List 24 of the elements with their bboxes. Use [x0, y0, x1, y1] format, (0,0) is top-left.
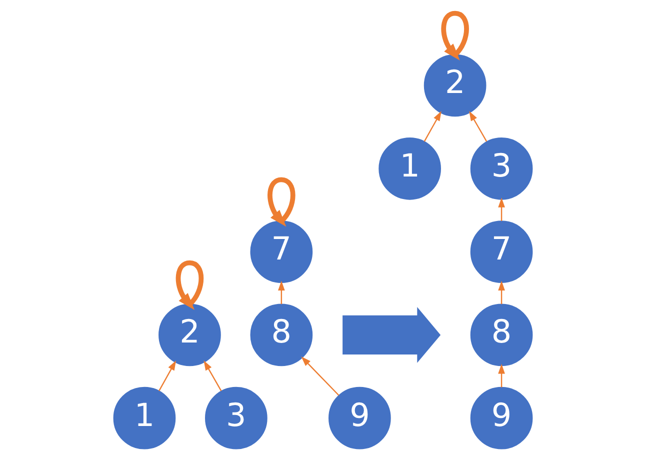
node-circle: 9 — [470, 386, 533, 450]
node-circle: 7 — [250, 220, 313, 283]
arrow — [176, 260, 204, 310]
node-circle: 2 — [424, 54, 486, 117]
node-circle: 3 — [205, 386, 268, 450]
arrow — [498, 364, 505, 388]
node-circle: 1 — [378, 137, 441, 200]
arrow — [268, 177, 296, 227]
arrow — [441, 10, 469, 60]
node-circle: 1 — [113, 386, 176, 450]
node-circle: 3 — [470, 137, 533, 200]
node-circle: 7 — [470, 220, 533, 283]
arrow — [498, 198, 505, 221]
node-circle: 2 — [158, 304, 221, 366]
node-circle: 8 — [470, 304, 533, 366]
arrow — [158, 360, 176, 392]
arrow — [469, 111, 488, 142]
arrow — [424, 111, 442, 142]
arrow — [301, 356, 340, 396]
node-circle: 9 — [328, 386, 391, 450]
arrow — [204, 360, 222, 392]
node-arrow — [342, 306, 441, 363]
arrow — [498, 280, 505, 304]
arrow — [278, 280, 285, 304]
